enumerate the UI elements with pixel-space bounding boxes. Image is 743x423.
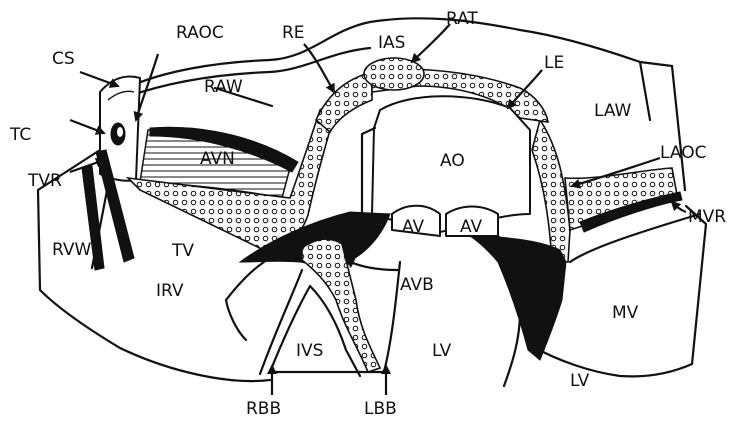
label-avb: AVB — [400, 275, 434, 295]
label-raoc: RAOC — [176, 23, 224, 43]
arrow-mvr — [672, 202, 686, 212]
label-lv-center: LV — [432, 341, 452, 361]
label-tvr: TVR — [27, 171, 62, 191]
label-rat: RAT — [446, 9, 478, 29]
label-irv: IRV — [156, 281, 184, 301]
label-re: RE — [282, 23, 305, 43]
label-av-left: AV — [402, 217, 425, 237]
arrow-tc — [70, 120, 104, 133]
arrow-rat — [412, 24, 450, 62]
label-av-right: AV — [460, 217, 483, 237]
label-tv: TV — [171, 241, 194, 261]
arrow-avb — [346, 260, 398, 270]
label-mv: MV — [612, 303, 639, 323]
label-laoc: LAOC — [660, 143, 706, 163]
label-le: LE — [544, 53, 564, 73]
label-rvw: RVW — [52, 240, 92, 260]
label-ivs: IVS — [296, 341, 323, 361]
label-lbb: LBB — [364, 399, 397, 419]
label-mvr: MVR — [688, 207, 726, 227]
label-cs: CS — [52, 49, 75, 69]
label-avn: AVN — [200, 149, 235, 169]
arrow-cs — [80, 72, 118, 86]
label-ao: AO — [440, 151, 465, 171]
label-raw: RAW — [204, 77, 243, 97]
arrow-re — [304, 44, 334, 92]
label-tc: TC — [9, 125, 31, 145]
label-rbb: RBB — [246, 399, 281, 419]
label-law: LAW — [594, 101, 632, 121]
label-lv-right: LV — [570, 371, 590, 391]
label-ias: IAS — [378, 33, 405, 53]
